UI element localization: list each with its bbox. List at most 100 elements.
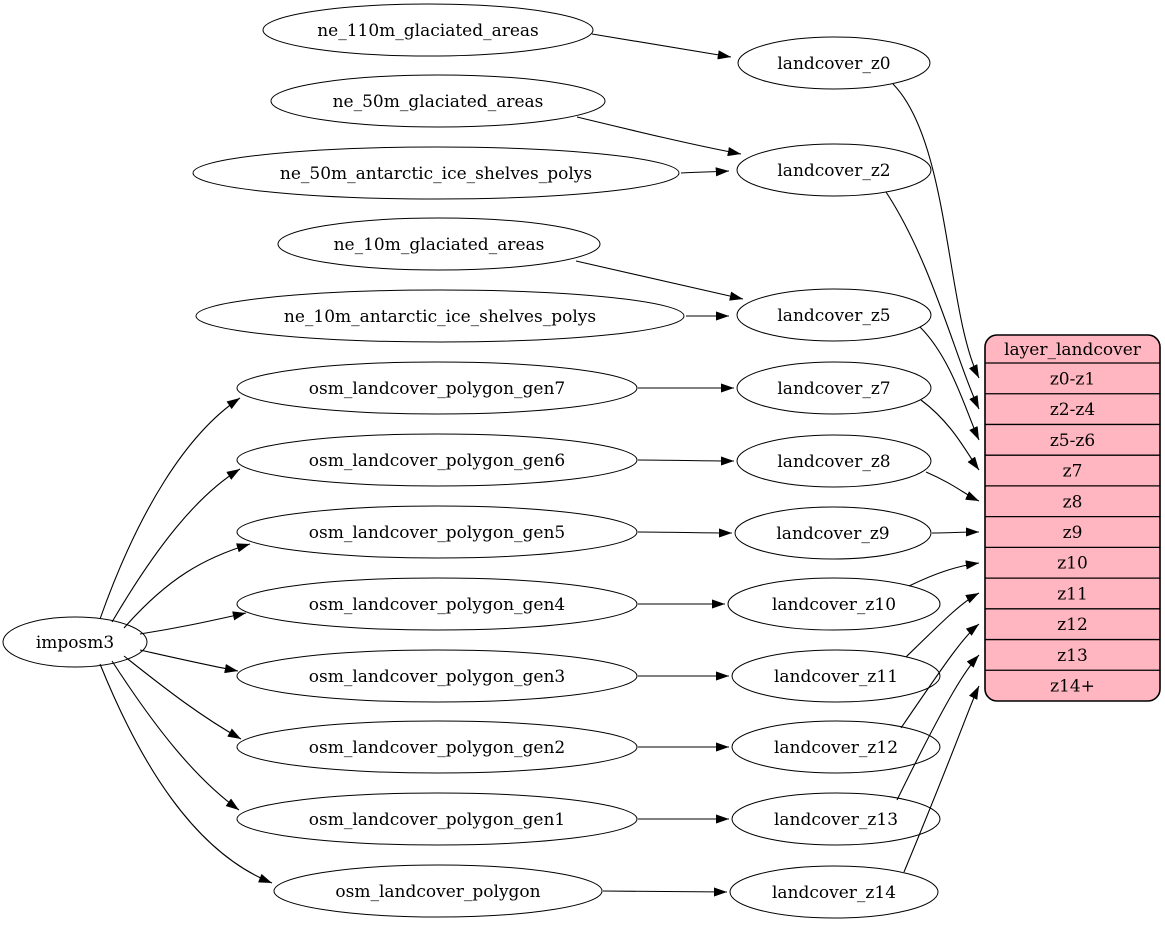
node-ellipse (727, 577, 941, 631)
node-ne-10m-glaciated-areas: ne_10m_glaciated_areas (277, 217, 601, 271)
node-label: osm_landcover_polygon_gen6 (309, 451, 565, 471)
node-landcover-z9: landcover_z9 (734, 506, 932, 560)
node-ellipse (270, 74, 606, 128)
node-ellipse (736, 361, 932, 415)
edge-ne-50m-glaciated-areas-landcover-z2 (576, 116, 742, 157)
node-label: ne_10m_antarctic_ice_shelves_polys (284, 307, 596, 327)
node-ellipse (236, 505, 638, 559)
node-label: ne_110m_glaciated_areas (317, 21, 539, 41)
edge-landcover-z0-layer-landcover-z0-z1 (892, 83, 980, 379)
edge-osm-landcover-polygon-landcover-z14 (602, 887, 728, 897)
node-label: landcover_z9 (776, 524, 889, 544)
node-ellipse (236, 577, 638, 631)
node-label: landcover_z8 (777, 452, 890, 472)
node-landcover-z10: landcover_z10 (727, 577, 941, 631)
node-ellipse (236, 792, 638, 846)
table-row-z9: z9 (1063, 523, 1083, 543)
edge-landcover-z13-layer-landcover-z13 (896, 654, 980, 801)
table-row-z13: z13 (1057, 646, 1088, 666)
node-osm-landcover-polygon-gen2: osm_landcover_polygon_gen2 (236, 720, 638, 774)
edge-landcover-z5-layer-landcover-z5-z6 (919, 326, 980, 441)
node-osm-landcover-polygon-gen3: osm_landcover_polygon_gen3 (236, 649, 638, 703)
node-label: landcover_z14 (772, 883, 896, 903)
node-label: osm_landcover_polygon_gen5 (309, 523, 565, 543)
edge-ne-110m-glaciated-areas-landcover-z0 (591, 33, 732, 60)
node-label: landcover_z5 (777, 306, 890, 326)
node-landcover-z11: landcover_z11 (731, 649, 941, 703)
node-ellipse (731, 792, 941, 846)
table-row-z7: z7 (1063, 462, 1083, 482)
node-ellipse (273, 864, 603, 918)
table-row-z2-z4: z2-z4 (1050, 400, 1095, 420)
edge-landcover-z10-layer-landcover-z10 (908, 560, 980, 587)
node-label: ne_10m_glaciated_areas (334, 235, 545, 255)
node-label: osm_landcover_polygon_gen2 (309, 738, 565, 758)
node-osm-landcover-polygon: osm_landcover_polygon (273, 864, 603, 918)
node-label: osm_landcover_polygon_gen7 (309, 379, 565, 399)
node-label: landcover_z7 (777, 379, 890, 399)
node-ellipse (736, 143, 932, 197)
edge-landcover-z8-layer-landcover-z8 (925, 471, 980, 502)
node-ne-50m-antarctic-ice-shelves-polys: ne_50m_antarctic_ice_shelves_polys (192, 146, 680, 200)
node-ellipse (737, 36, 931, 90)
node-ellipse (262, 3, 594, 57)
edge-imposm3-osm-landcover-polygon-gen6 (111, 468, 241, 623)
node-ellipse (236, 361, 638, 415)
node-osm-landcover-polygon-gen7: osm_landcover_polygon_gen7 (236, 361, 638, 415)
node-osm-landcover-polygon-gen5: osm_landcover_polygon_gen5 (236, 505, 638, 559)
edge-imposm3-osm-landcover-polygon-gen5 (123, 543, 251, 629)
node-landcover-z13: landcover_z13 (731, 792, 941, 846)
node-ne-10m-antarctic-ice-shelves-polys: ne_10m_antarctic_ice_shelves_polys (195, 289, 685, 343)
edge-imposm3-osm-landcover-polygon-gen2 (123, 655, 242, 740)
node-label: landcover_z2 (777, 161, 890, 181)
edge-imposm3-osm-landcover-polygon-gen1 (111, 660, 240, 811)
node-osm-landcover-polygon-gen1: osm_landcover_polygon_gen1 (236, 792, 638, 846)
node-ne-50m-glaciated-areas: ne_50m_glaciated_areas (270, 74, 606, 128)
edge-landcover-z14-layer-landcover-z14+ (903, 685, 980, 873)
node-osm-landcover-polygon-gen4: osm_landcover_polygon_gen4 (236, 577, 638, 631)
node-ellipse (734, 506, 932, 560)
node-label: osm_landcover_polygon_gen3 (309, 667, 565, 687)
edge-osm-landcover-polygon-gen5-landcover-z9 (637, 528, 733, 538)
edge-imposm3-osm-landcover-polygon-gen3 (139, 649, 239, 674)
node-ellipse (236, 649, 638, 703)
edge-landcover-z7-layer-landcover-z7 (920, 399, 980, 471)
table-row-z11: z11 (1057, 584, 1088, 604)
node-imposm3: imposm3 (2, 616, 148, 668)
node-label: ne_50m_glaciated_areas (333, 92, 544, 112)
edge-landcover-z11-layer-landcover-z11 (905, 592, 980, 658)
node-ellipse (236, 433, 638, 487)
table-row-z12: z12 (1057, 615, 1088, 635)
node-label: landcover_z12 (774, 738, 898, 758)
edge-ne-10m-glaciated-areas-landcover-z5 (575, 260, 744, 301)
edge-landcover-z9-layer-landcover-z9 (931, 527, 980, 537)
node-label: landcover_z10 (772, 595, 896, 615)
table-row-z5-z6: z5-z6 (1050, 431, 1095, 451)
node-label: landcover_z11 (774, 667, 898, 687)
edge-osm-landcover-polygon-gen6-landcover-z8 (637, 456, 735, 466)
table-title: layer_landcover (1004, 340, 1142, 360)
node-landcover-z0: landcover_z0 (737, 36, 931, 90)
node-label: osm_landcover_polygon (335, 882, 540, 902)
table-outline (984, 334, 1161, 702)
table-row-z10: z10 (1057, 554, 1088, 574)
edge-landcover-z2-layer-landcover-z2-z4 (885, 191, 980, 410)
node-ellipse (192, 146, 680, 200)
node-label: landcover_z0 (777, 54, 890, 74)
node-landcover-z12: landcover_z12 (731, 720, 941, 774)
node-label: osm_landcover_polygon_gen1 (309, 810, 565, 830)
node-ellipse (731, 649, 941, 703)
node-ellipse (731, 720, 941, 774)
node-osm-landcover-polygon-gen6: osm_landcover_polygon_gen6 (236, 433, 638, 487)
node-landcover-z7: landcover_z7 (736, 361, 932, 415)
edge-imposm3-osm-landcover-polygon-gen7 (99, 397, 241, 620)
edge-ne-50m-antarctic-ice-shelves-polys-landcover-z2 (680, 167, 730, 177)
table-row-z0-z1: z0-z1 (1050, 369, 1095, 389)
node-ellipse (2, 616, 148, 668)
node-ellipse (236, 720, 638, 774)
node-ellipse (277, 217, 601, 271)
edge-imposm3-osm-landcover-polygon-gen4 (139, 611, 247, 635)
node-ellipse (195, 289, 685, 343)
